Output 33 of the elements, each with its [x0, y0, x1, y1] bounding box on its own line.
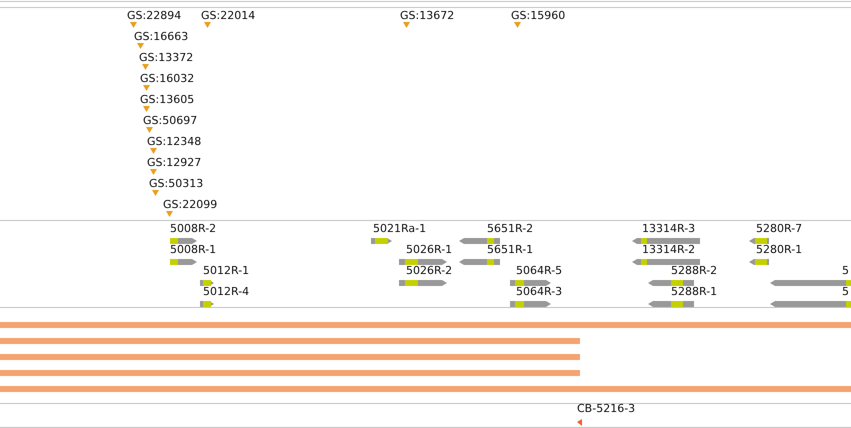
feature-label: 5021Ra-1 [373, 222, 426, 235]
feature-label: 5 [842, 285, 849, 298]
feature-label: GS:50697 [143, 114, 198, 127]
feature-label: 5651R-1 [487, 243, 534, 256]
feature-label: GS:13605 [140, 93, 194, 106]
feature-label: CB-5216-3 [577, 402, 636, 415]
feature-label: 5064R-3 [516, 285, 562, 298]
feature-label: GS:12348 [147, 135, 202, 148]
feature-label: 5280R-1 [756, 243, 802, 256]
feature-label: 13314R-2 [642, 243, 696, 256]
feature-label: GS:12927 [147, 156, 202, 169]
feature-label: GS:50313 [149, 177, 204, 190]
feature-label: GS:16663 [134, 30, 188, 43]
feature-label: 5288R-2 [671, 264, 718, 277]
feature-label: 5026R-2 [406, 264, 452, 277]
feature-label: 5008R-1 [170, 243, 216, 256]
feature-label: 5064R-5 [516, 264, 562, 277]
feature-label: GS:15960 [511, 9, 566, 22]
feature-label: 5026R-1 [406, 243, 452, 256]
feature-label: GS:22014 [201, 9, 256, 22]
feature-label: 13314R-3 [642, 222, 696, 235]
feature-label: 5012R-4 [203, 285, 250, 298]
feature-label: GS:13672 [400, 9, 454, 22]
feature-label: 5 [842, 264, 849, 277]
feature-label: 5288R-1 [671, 285, 718, 298]
feature-label: GS:22894 [127, 9, 182, 22]
feature-label: 5280R-7 [756, 222, 802, 235]
feature-label: 5008R-2 [170, 222, 216, 235]
feature-label: GS:22099 [163, 198, 218, 211]
feature-label: 5651R-2 [487, 222, 534, 235]
feature-label: GS:16032 [140, 72, 194, 85]
feature-label: 5012R-1 [203, 264, 250, 277]
feature-label: GS:13372 [139, 51, 194, 64]
